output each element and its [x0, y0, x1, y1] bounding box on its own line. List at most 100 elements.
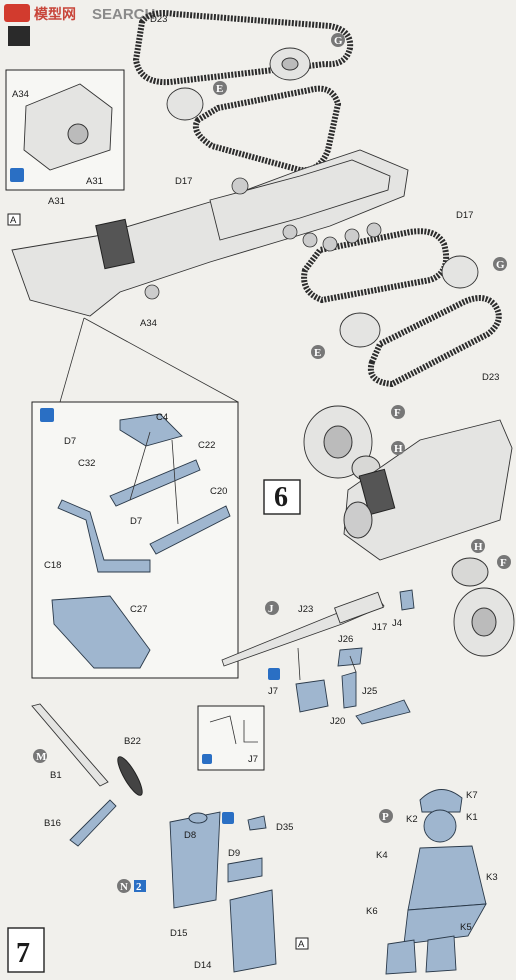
- section-n-circle: [117, 879, 131, 893]
- part-b22: [117, 756, 143, 796]
- track-d17-left: [192, 85, 342, 174]
- part-d8: [188, 812, 208, 824]
- step-6-number: 6: [274, 482, 288, 513]
- part-circle-e-top-label: E: [216, 83, 223, 95]
- watermark-logo-icon: [4, 4, 30, 22]
- label-c22: C22: [198, 440, 215, 451]
- front-hub-icon: [144, 284, 160, 300]
- glue-icon: [268, 668, 280, 680]
- section-n-count: 2: [136, 881, 142, 893]
- label-b16: B16: [44, 818, 61, 829]
- step-7-number: 7: [16, 938, 30, 969]
- label-d15: D15: [170, 928, 187, 939]
- watermark: 模型网 SEARCH: [4, 4, 155, 23]
- assembly-arrows: [129, 431, 179, 525]
- part-c20: [149, 505, 231, 555]
- label-d35: D35: [276, 822, 293, 833]
- part-circle-e-top: [213, 81, 227, 95]
- road-wheels: [166, 47, 479, 348]
- part-k6-legs: [403, 903, 487, 945]
- part-k5-boot-right: [425, 935, 457, 973]
- glue-icon: [40, 408, 54, 422]
- part-circle-j: [265, 601, 279, 615]
- wheel-f-top-hub-icon: [323, 425, 353, 459]
- drive-sprocket-icon: [231, 177, 249, 195]
- radiator-grille-icon: [95, 218, 135, 270]
- frame-subassembly-box: C4 D7 C22 C32 C20 D7 C18 C27: [31, 401, 239, 679]
- step-7-box: [7, 927, 45, 973]
- step-7: 7: [7, 927, 45, 973]
- part-circle-g-top: [331, 33, 345, 47]
- part-k7-helmet: [419, 789, 463, 813]
- label-d23-top: D23: [150, 14, 167, 25]
- label-d17-left: D17: [175, 176, 192, 187]
- section-p-circle: [379, 809, 393, 823]
- part-c18: [51, 595, 151, 669]
- glue-icon: [10, 168, 24, 182]
- part-circle-f-bottom: [497, 555, 511, 569]
- label-j4: J4: [392, 618, 402, 629]
- label-a34: A34: [140, 318, 157, 329]
- label-j25: J25: [362, 686, 377, 697]
- label-b1: B1: [50, 770, 62, 781]
- part-b1: [31, 703, 109, 787]
- label-j23: J23: [298, 604, 313, 615]
- part-j7: [295, 679, 329, 713]
- track-d23-bottom: [368, 295, 502, 388]
- part-b16: [69, 799, 117, 847]
- glue-icon: [202, 754, 212, 764]
- part-d15: [169, 811, 221, 909]
- part-c22: [109, 459, 201, 507]
- previous-step-marker: [8, 26, 30, 46]
- label-j20: J20: [330, 716, 345, 727]
- ref-box: [7, 213, 21, 226]
- part-j4: [399, 589, 415, 611]
- inset-a34-detail: [5, 69, 125, 191]
- ref-marker-a: A: [7, 213, 21, 226]
- section-n-count-badge: [134, 880, 146, 892]
- watermark-logo-text: 模型网: [34, 6, 76, 22]
- part-circle-g-right-label: G: [496, 259, 505, 271]
- bogie-wheel-icon: [302, 232, 318, 248]
- chassis-upper-frame: [209, 159, 391, 241]
- hub-h-bottom: [451, 557, 489, 587]
- label-k4: K4: [376, 850, 388, 861]
- label-a31: A31: [48, 196, 65, 207]
- bogie-wheel-icon: [366, 222, 382, 238]
- part-k5-boot-left: [385, 939, 417, 975]
- label-c4: C4: [156, 412, 168, 423]
- section-m-label: M: [36, 751, 47, 763]
- ref-box-d14: [295, 937, 309, 950]
- section-m-circle: [33, 749, 47, 763]
- radiator-grille-step6-icon: [358, 468, 396, 516]
- part-c4: [119, 413, 183, 447]
- part-circle-g-right: [493, 257, 507, 271]
- bogie-wheel-icon: [344, 228, 360, 244]
- label-c20: C20: [210, 486, 227, 497]
- label-j7: J7: [268, 686, 278, 697]
- part-c27: [57, 499, 151, 573]
- step5-labels: D23 D17 D17 D23 A34 A31 A31 A34: [12, 14, 499, 383]
- bogie-wheel-icon: [282, 224, 298, 240]
- label-c18: C18: [44, 560, 61, 571]
- label-k1: K1: [466, 812, 478, 823]
- part-circle-j-label: J: [268, 603, 274, 615]
- label-k5: K5: [460, 922, 472, 933]
- label-j26: J26: [338, 634, 353, 645]
- label-d23-bottom: D23: [482, 372, 499, 383]
- label-k7: K7: [466, 790, 478, 801]
- label-d17-right: D17: [456, 210, 473, 221]
- watermark-brand: SEARCH: [92, 6, 155, 23]
- label-k6: K6: [366, 906, 378, 917]
- callout-line: [59, 317, 239, 403]
- part-circle-g-top-label: G: [334, 35, 343, 47]
- section-m: M B22 B1 B16: [31, 703, 143, 847]
- wheel-g-right: [441, 255, 479, 289]
- inset-j7: J7: [197, 705, 265, 771]
- part-circle-h-bottom-label: H: [474, 541, 483, 553]
- front-roller-icon: [343, 501, 373, 539]
- inset-j7-frame: [197, 705, 265, 771]
- part-circles-step5: G E G E: [213, 33, 507, 359]
- chassis-step-5: [11, 149, 409, 317]
